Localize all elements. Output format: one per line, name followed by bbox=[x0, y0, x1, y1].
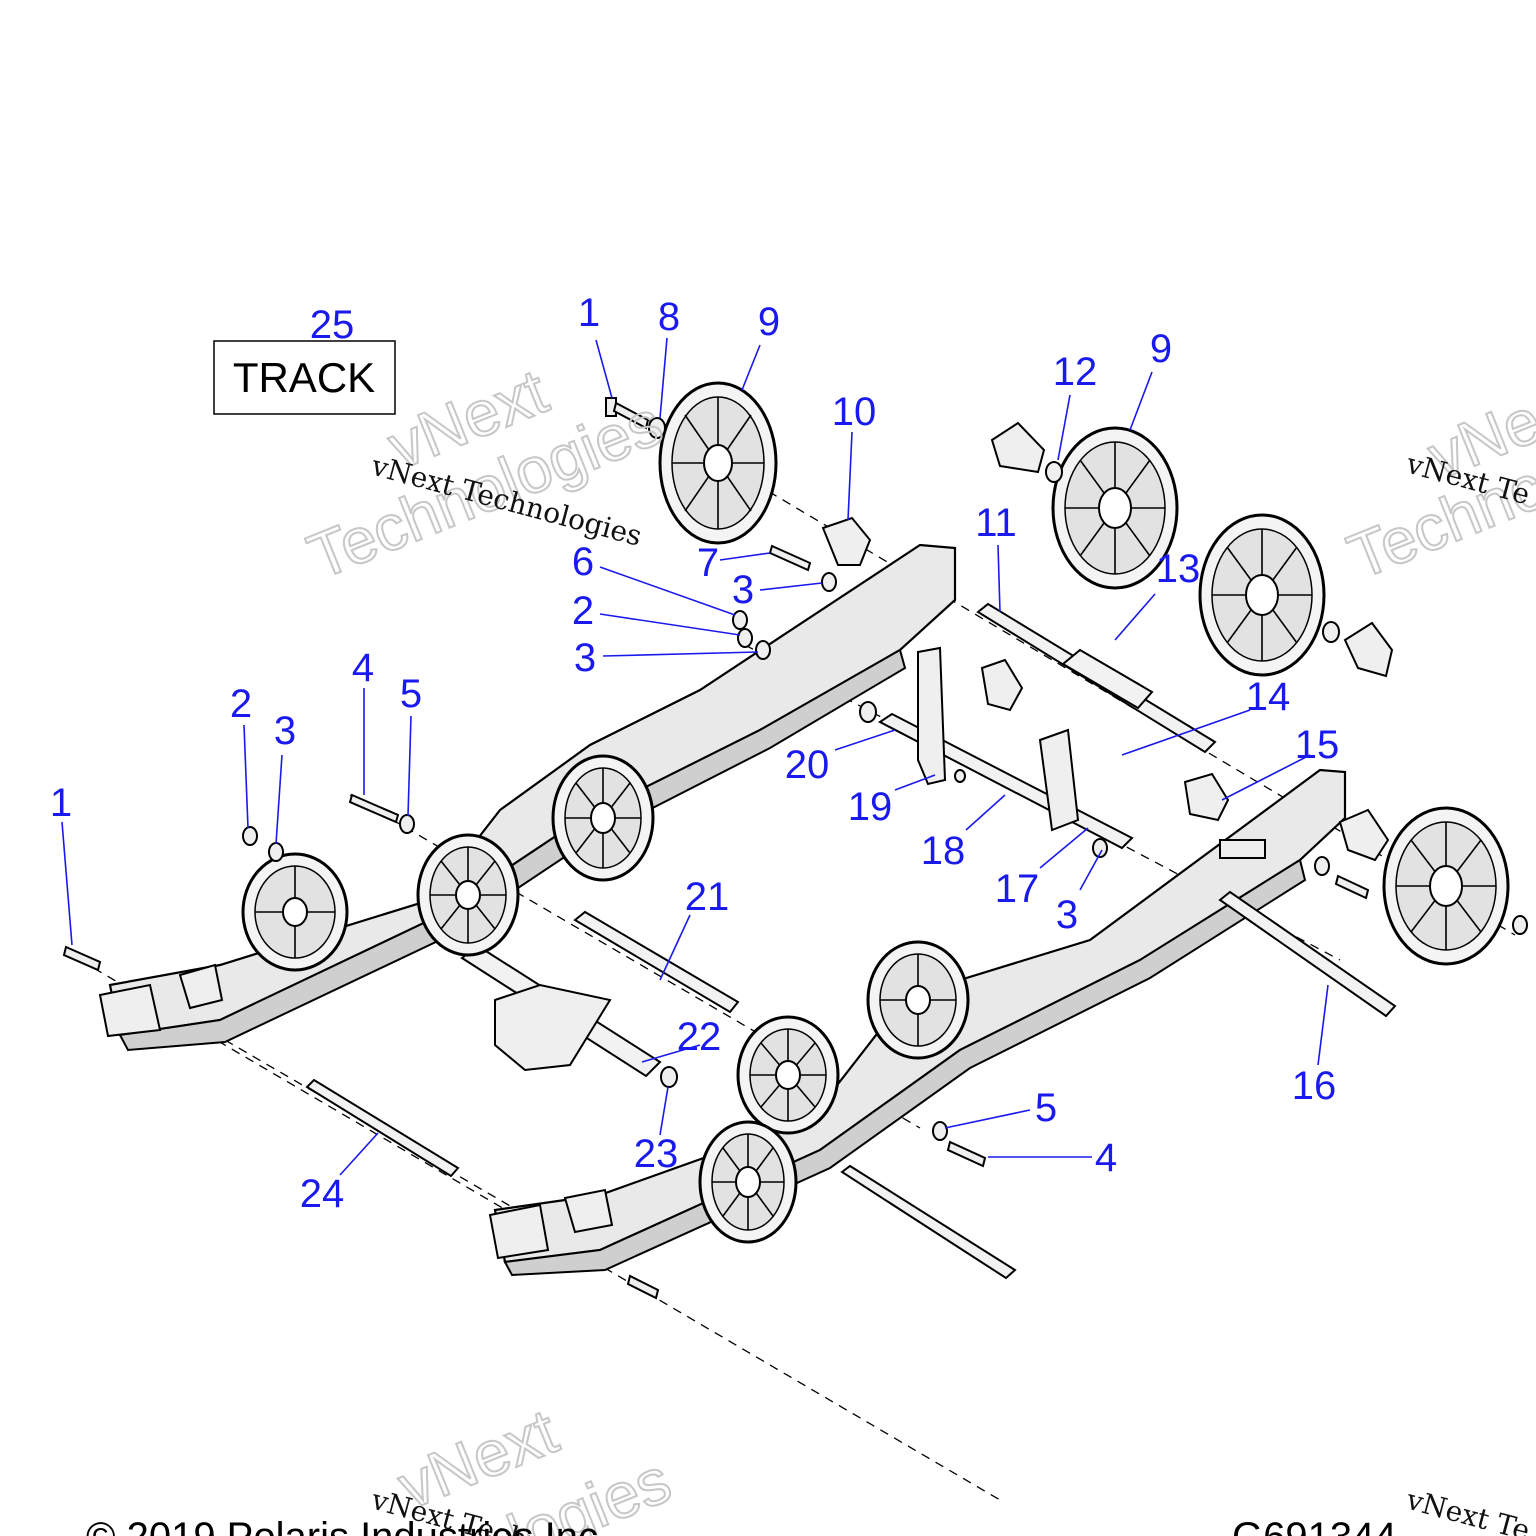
callout-21: 21 bbox=[685, 875, 730, 919]
callout-9-left: 9 bbox=[758, 300, 780, 344]
part-number-callouts: 25 1 8 9 10 9 12 11 13 7 3 6 2 3 4 5 2 3… bbox=[50, 291, 1339, 1216]
leader-lines bbox=[61, 337, 1329, 1176]
callout-3-b: 3 bbox=[574, 636, 596, 680]
diagram-code: G691344 bbox=[1232, 1515, 1397, 1536]
callout-3-a: 3 bbox=[732, 568, 754, 612]
callout-13: 13 bbox=[1156, 547, 1201, 591]
track-callout-box: TRACK bbox=[213, 340, 396, 415]
callout-5-right: 5 bbox=[1035, 1086, 1057, 1130]
track-label: TRACK bbox=[233, 354, 375, 401]
callout-1-left: 1 bbox=[50, 781, 72, 825]
callout-9-right: 9 bbox=[1150, 327, 1172, 371]
callout-16: 16 bbox=[1292, 1064, 1337, 1108]
callout-12: 12 bbox=[1053, 350, 1098, 394]
shafts bbox=[305, 602, 1397, 1280]
wheel-right-rail-2 bbox=[736, 1015, 840, 1135]
callout-4-right: 4 bbox=[1095, 1136, 1117, 1180]
callout-2-a: 2 bbox=[572, 589, 594, 633]
callout-3-c: 3 bbox=[274, 709, 296, 753]
brackets bbox=[494, 646, 1080, 1072]
callout-20: 20 bbox=[785, 743, 830, 787]
callout-1-top: 1 bbox=[578, 291, 600, 335]
wheel-left-rail-1 bbox=[241, 852, 349, 972]
hardware bbox=[62, 397, 1528, 1300]
callout-8: 8 bbox=[658, 295, 680, 339]
left-rail bbox=[98, 543, 957, 1052]
callout-11: 11 bbox=[975, 501, 1017, 545]
callout-22: 22 bbox=[677, 1015, 722, 1059]
wheel-left-rail-2 bbox=[416, 833, 520, 957]
callout-23: 23 bbox=[634, 1132, 679, 1176]
callout-7: 7 bbox=[697, 541, 719, 585]
callout-14: 14 bbox=[1246, 675, 1291, 719]
wheel-right-rail-1 bbox=[866, 940, 970, 1060]
callout-5-left: 5 bbox=[400, 672, 422, 716]
callout-18: 18 bbox=[921, 829, 966, 873]
callout-15: 15 bbox=[1295, 723, 1340, 767]
callout-24: 24 bbox=[300, 1172, 345, 1216]
callout-4-left: 4 bbox=[352, 646, 374, 690]
callout-19: 19 bbox=[848, 785, 893, 829]
wheel-top-left bbox=[658, 381, 778, 545]
callout-10: 10 bbox=[832, 390, 877, 434]
wheel-right-rail-3 bbox=[698, 1120, 798, 1244]
callout-3-d: 3 bbox=[1056, 893, 1078, 937]
wheel-far-right bbox=[1382, 806, 1510, 966]
wheel-top-right bbox=[1198, 513, 1326, 677]
idler-wheels bbox=[241, 381, 1510, 1244]
callout-17: 17 bbox=[995, 867, 1040, 911]
wheel-top-mid bbox=[1051, 426, 1179, 590]
watermark-bottom-right-text: vNext Te bbox=[1402, 1483, 1533, 1536]
callout-6: 6 bbox=[572, 540, 594, 584]
callout-2-b: 2 bbox=[230, 682, 252, 726]
wheel-left-rail-3 bbox=[551, 754, 655, 882]
callout-25: 25 bbox=[310, 303, 355, 347]
